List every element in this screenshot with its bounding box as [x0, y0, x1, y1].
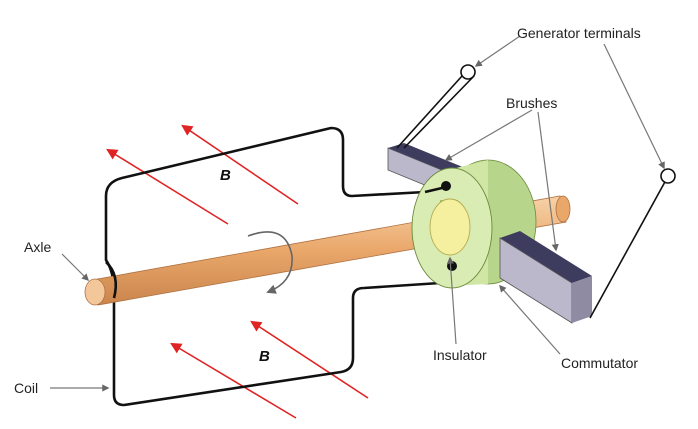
bottom-brush: [499, 231, 592, 324]
label-generator-terminals: Generator terminals: [517, 25, 641, 41]
label-field-top: B: [220, 167, 231, 184]
label-insulator: Insulator: [433, 347, 487, 363]
coil-wire: [104, 126, 441, 407]
field-arrow: [250, 320, 369, 399]
contact-dot: [441, 181, 451, 191]
label-brushes: Brushes: [506, 95, 557, 111]
label-axle: Axle: [24, 239, 51, 255]
label-commutator: Commutator: [561, 355, 638, 371]
field-arrow: [106, 148, 229, 225]
label-field-bottom: B: [259, 348, 270, 365]
terminal-left: [460, 64, 476, 80]
label-coil: Coil: [14, 380, 38, 396]
contact-dot: [447, 261, 457, 271]
terminal-wires: [396, 75, 667, 319]
coil-wire-front: [105, 261, 118, 299]
field-arrow: [181, 124, 299, 205]
rotation-arrow: [247, 231, 293, 294]
terminal-right: [660, 168, 676, 184]
field-arrows: [106, 124, 369, 419]
field-arrow: [170, 342, 297, 419]
coil-lead: [424, 186, 443, 194]
insulator: [429, 198, 471, 256]
leader-lines: [50, 35, 665, 392]
